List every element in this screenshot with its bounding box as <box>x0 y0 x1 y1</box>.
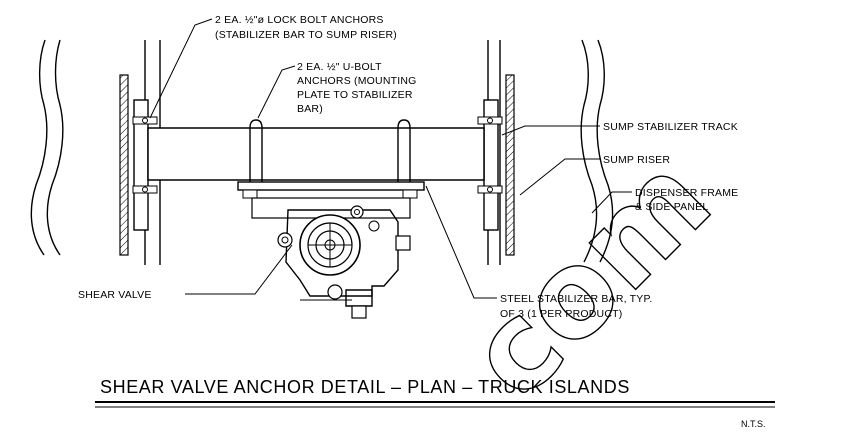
ubolt-label-1: 2 EA. ½" U-BOLT <box>297 61 382 73</box>
steel-bar-label-1: STEEL STABILIZER BAR, TYP. <box>500 293 652 305</box>
right-stabilizer-track <box>505 74 515 256</box>
u-bolts <box>249 119 411 190</box>
ubolt-label-2: ANCHORS (MOUNTING <box>297 75 416 87</box>
leader-lines <box>149 18 632 299</box>
mounting-plate <box>237 181 425 219</box>
stabilizer-track-label: SUMP STABILIZER TRACK <box>603 121 738 133</box>
ubolt-label-3: PLATE TO STABILIZER <box>297 89 413 101</box>
right-lock-bolts <box>477 116 503 194</box>
sump-riser-label: SUMP RISER <box>603 154 670 166</box>
drawing-title: SHEAR VALVE ANCHOR DETAIL – PLAN – TRUCK… <box>100 377 630 397</box>
dispenser-frame-label-2: & SIDE PANEL <box>635 201 708 213</box>
ubolt-label-4: BAR) <box>297 103 323 115</box>
scale-note: N.T.S. <box>741 419 766 429</box>
shear-valve <box>277 205 411 319</box>
lock-bolt-label-1: 2 EA. ½"ø LOCK BOLT ANCHORS <box>215 14 384 26</box>
shear-valve-label: SHEAR VALVE <box>78 289 152 301</box>
steel-bar-label-2: OF 3 (1 PER PRODUCT) <box>500 308 622 320</box>
lock-bolt-label-2: (STABILIZER BAR TO SUMP RISER) <box>215 29 397 41</box>
left-lock-bolts <box>132 116 158 194</box>
stabilizer-bar <box>147 127 485 181</box>
dispenser-frame-label-1: DISPENSER FRAME <box>635 187 738 199</box>
left-stabilizer-track <box>119 74 129 256</box>
